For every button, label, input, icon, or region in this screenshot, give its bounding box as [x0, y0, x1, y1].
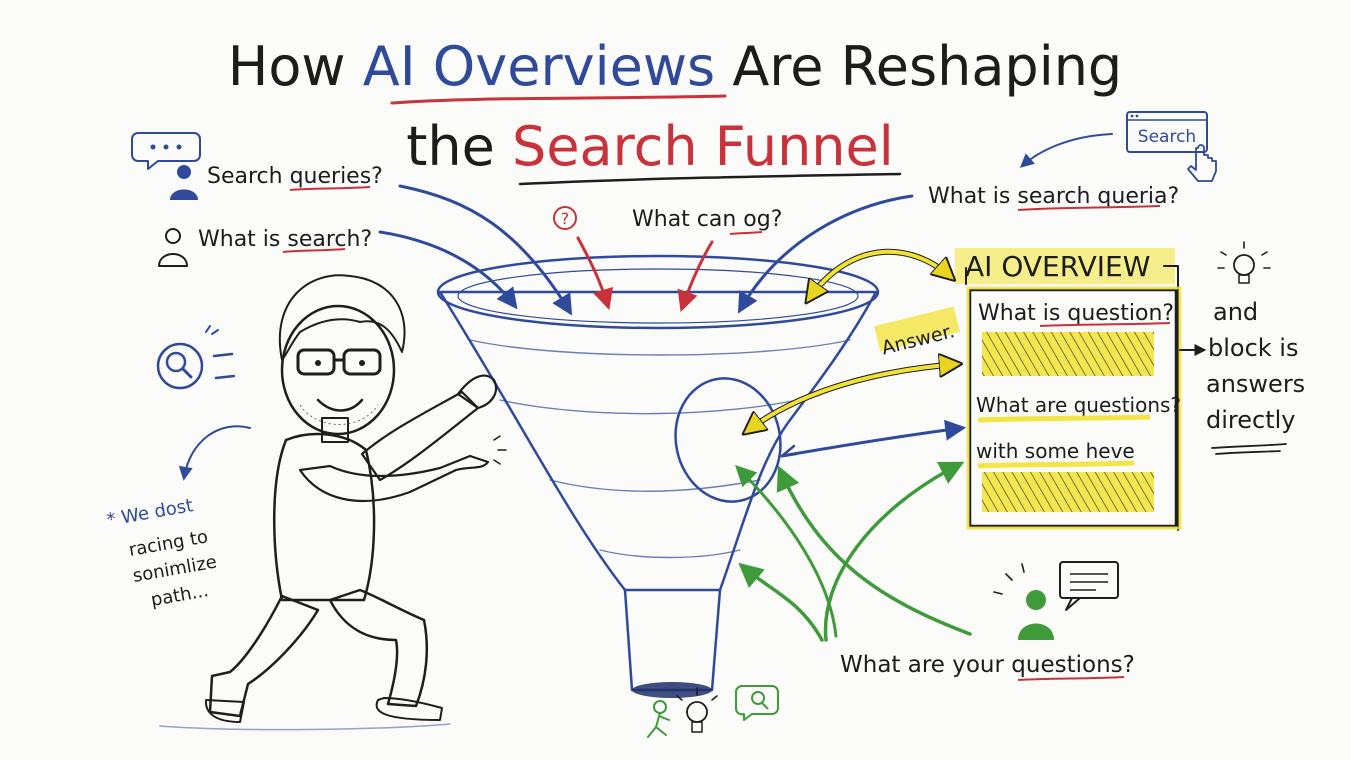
person-pointing-arm	[298, 454, 490, 503]
user-icon-green	[993, 563, 1054, 640]
person-glasses-left	[296, 348, 336, 376]
search-button[interactable]: Search	[1126, 111, 1208, 153]
svg-text:?: ?	[561, 209, 570, 228]
ai-overview-box	[968, 288, 1178, 528]
arrow-blue-side	[780, 419, 967, 458]
query-underline-2	[282, 248, 346, 253]
title-underline-black	[518, 172, 902, 186]
person-raised-hand	[456, 374, 498, 410]
funnel-rim-inner	[457, 268, 859, 324]
person-head	[280, 304, 396, 436]
person-walking-icon	[647, 700, 670, 738]
side-note-line-2: block is	[1208, 334, 1298, 362]
arrow-query-2	[378, 230, 518, 310]
chat-bubble-icon	[131, 132, 201, 170]
person-hair	[278, 274, 406, 361]
side-note-line-4: directly	[1206, 406, 1295, 434]
cursor-hand-icon	[1187, 144, 1217, 182]
query-underline-1	[289, 186, 371, 191]
title-line-2: the Search Funnel	[406, 115, 894, 178]
arrow-query-3b	[677, 240, 714, 312]
arrow-green-4	[735, 465, 838, 638]
side-note-line-1: and	[1213, 298, 1258, 326]
arrow-query-4	[737, 194, 914, 314]
arrow-from-search-button	[1019, 133, 1113, 168]
lightbulb-icon-top	[1217, 241, 1271, 284]
speech-bubble-icon	[1059, 561, 1119, 611]
left-note-line-1: * We dost	[105, 495, 194, 531]
arrow-yellow-middle	[746, 364, 958, 432]
person-front-shoe	[375, 697, 443, 721]
ai-overview-header-highlight	[955, 248, 1175, 284]
search-magnifier-icon-left	[156, 325, 236, 390]
left-note-line-4: path...	[149, 580, 210, 611]
query-search-queries: Search queries?	[207, 164, 383, 189]
arrow-query-1	[398, 184, 573, 316]
arrow-green-1	[776, 465, 972, 636]
person-raised-arm	[360, 390, 480, 482]
side-note-line-3: answers	[1206, 370, 1305, 398]
person-front-leg	[328, 588, 429, 708]
funnel-spout	[623, 588, 722, 692]
side-note-underline	[1211, 443, 1287, 455]
funnel-spout-opening	[632, 682, 712, 698]
funnel	[436, 254, 880, 698]
answer-tag: Answer.	[874, 306, 960, 360]
user-icon-outline	[158, 228, 188, 267]
search-button-label: Search	[1138, 127, 1196, 147]
funnel-body	[438, 290, 878, 592]
person-back-leg	[208, 594, 320, 718]
query-what-is-search-queria: What is search queria?	[928, 184, 1179, 209]
person-smile	[316, 398, 364, 412]
query-underline-5	[1017, 676, 1125, 681]
arrow-green-2	[823, 461, 965, 642]
query-underline-3	[729, 231, 763, 235]
person-torso	[272, 432, 376, 602]
arrow-to-left-note	[178, 425, 251, 481]
ai-overview-header: AI OVERVIEW	[965, 250, 1150, 283]
question-badge-icon: ?	[553, 206, 577, 230]
title-group: How AI Overviews Are Reshaping the Searc…	[228, 35, 1122, 186]
query-what-are-your-questions: What are your questions?	[840, 652, 1135, 678]
arrow-query-3a	[576, 236, 614, 311]
lightbulb-icon-bottom	[676, 687, 718, 733]
user-icon-blue	[170, 165, 198, 200]
query-underline-4	[1017, 205, 1161, 211]
ai-overview-panel: AI OVERVIEW What is question? What are q…	[955, 248, 1182, 531]
ai-overview-line-3: with some heve	[976, 439, 1135, 463]
arrow-green-3	[738, 562, 824, 642]
search-magnifier-icon-bottom	[735, 685, 779, 721]
query-what-is-search: What is search?	[198, 227, 372, 252]
arrow-yellow-top	[808, 249, 952, 300]
title-line-1: How AI Overviews Are Reshaping	[228, 35, 1122, 98]
ai-overview-line-1: What is question?	[978, 301, 1174, 326]
cartoon-person-illustration	[159, 274, 507, 731]
person-glasses-right	[342, 348, 382, 376]
ai-overview-line-2: What are questions?	[976, 393, 1181, 417]
title-underline-red	[390, 94, 727, 105]
query-what-can-og: What can og?	[632, 207, 782, 232]
person-back-shoe	[204, 699, 245, 723]
